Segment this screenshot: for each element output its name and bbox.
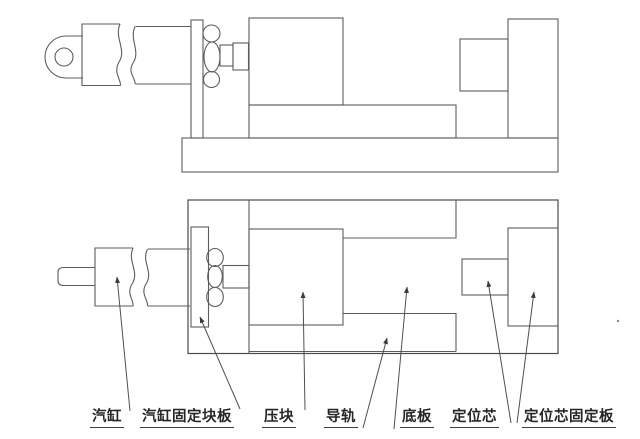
positioning-core-front (459, 38, 509, 92)
base-plate-front (181, 137, 559, 173)
plan-view (57, 199, 620, 355)
rod-washer-front (203, 41, 221, 73)
cylinder-stub-plan (57, 266, 95, 287)
cylinder-fixing-plate-front (190, 19, 204, 139)
leader-positioning-core (486, 280, 512, 424)
label-core-fixing-plate: 定位芯固定板 (522, 409, 616, 428)
leader-cylinder-fixing-plate (199, 316, 241, 410)
leader-lines (115, 276, 536, 430)
base-plate-plan (187, 199, 559, 355)
break-line-plan-left (129, 247, 136, 307)
label-cylinder: 汽缸 (90, 409, 124, 428)
break-line-plan-right (143, 248, 150, 307)
press-block-plan (248, 228, 344, 326)
guide-rail-upper-plan (343, 200, 457, 239)
leader-cylinder (115, 276, 131, 412)
cylinder-eye-front (44, 35, 83, 79)
core-fixing-plate-plan (507, 227, 559, 327)
label-press-block: 压块 (262, 409, 296, 428)
leader-guide-rail (362, 337, 388, 429)
rod-washer-plan (207, 264, 223, 289)
leader-core-fixing-plate (516, 291, 536, 424)
cylinder-body-plan (94, 247, 134, 307)
leader-base-plate (393, 286, 409, 430)
front-view (44, 17, 559, 173)
leader-press-block (300, 291, 306, 411)
rod-nut-top-front (202, 24, 221, 43)
cylinder-eye-hole-front (54, 47, 74, 67)
break-line-front-left (116, 23, 123, 86)
rod-nut-bottom-front (202, 70, 221, 89)
scan-artifact-dot (616, 319, 620, 323)
label-positioning-core: 定位芯 (450, 409, 499, 428)
rod-coupler-front (232, 42, 250, 71)
press-block-front (248, 17, 344, 106)
cylinder-fixing-plate-plan (190, 226, 210, 328)
piston-rod-front (219, 44, 234, 67)
guide-rail-front (248, 104, 457, 139)
positioning-core-plan (461, 258, 509, 296)
label-guide-rail: 导轨 (324, 409, 358, 428)
core-fixing-plate-front (507, 18, 559, 139)
break-line-front-right (130, 26, 137, 85)
rod-nut-bottom-plan (206, 286, 224, 308)
guide-rail-lower-plan (249, 312, 457, 353)
rod-nut-top-plan (206, 247, 224, 268)
label-cylinder-fixing-plate: 汽缸固定块板 (140, 409, 234, 428)
cylinder-body-front (81, 23, 121, 87)
piston-rod-plan (222, 264, 250, 289)
label-base-plate: 底板 (400, 409, 434, 428)
cylinder-barrel-plan (148, 248, 190, 307)
cylinder-barrel-front (135, 25, 191, 85)
